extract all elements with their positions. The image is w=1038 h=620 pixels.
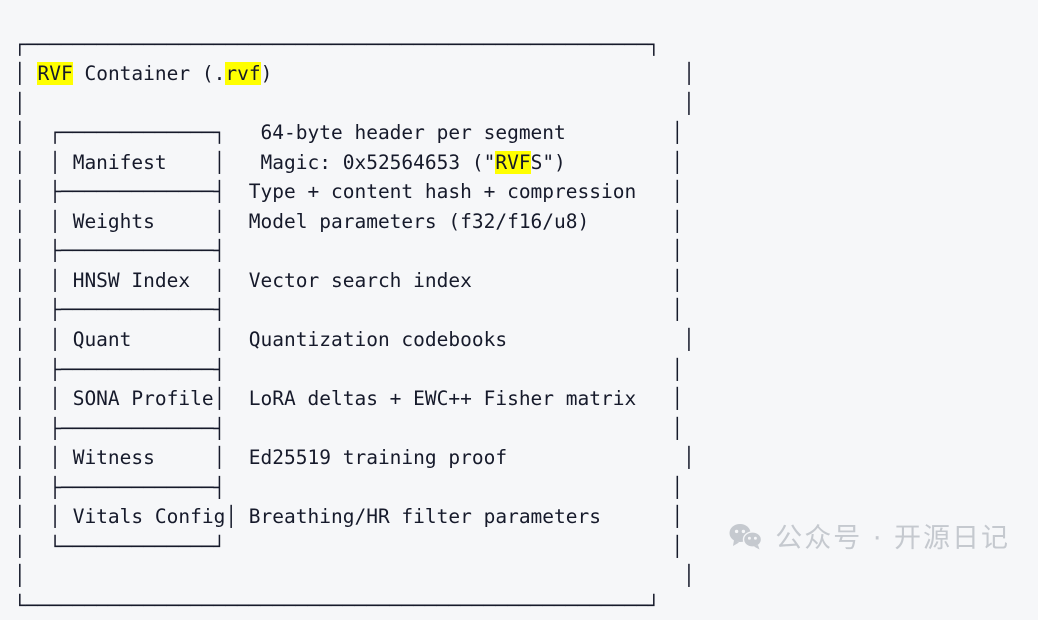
diagram-line-title: │ RVF Container (.rvf) │ (14, 59, 695, 89)
wechat-icon (729, 522, 763, 550)
diagram-divider-6: │ ├─────────────┤ │ (14, 473, 695, 503)
diagram-row-manifest: │ │ Manifest │ Magic: 0x52564653 ("RVFS"… (14, 148, 695, 178)
highlight: RVF (495, 151, 530, 174)
diagram-row-sona-profile: │ │ SONA Profile│ LoRA deltas + EWC++ Fi… (14, 384, 695, 414)
diagram-line-blank-2: │ │ (14, 561, 695, 591)
highlight: rvf (225, 62, 260, 85)
diagram-line-inner-bottom: │ └─────────────┘ │ (14, 532, 695, 562)
diagram-divider-1: │ ├─────────────┤ Type + content hash + … (14, 177, 695, 207)
diagram-line-outer-bottom: └───────────────────────────────────────… (14, 591, 695, 620)
diagram-line-outer-top: ┌───────────────────────────────────────… (14, 30, 695, 60)
diagram-divider-5: │ ├─────────────┤ │ (14, 414, 695, 444)
diagram-row-hnsw-index: │ │ HNSW Index │ Vector search index │ (14, 266, 695, 296)
highlight: RVF (37, 62, 72, 85)
diagram-divider-2: │ ├─────────────┤ │ (14, 236, 695, 266)
diagram-row-witness: │ │ Witness │ Ed25519 training proof │ (14, 443, 695, 473)
watermark-text: 公众号 · 开源日记 (775, 516, 1010, 555)
diagram-row-vitals-config: │ │ Vitals Config│ Breathing/HR filter p… (14, 502, 695, 532)
rvf-container-ascii-diagram: ┌───────────────────────────────────────… (14, 30, 695, 620)
diagram-divider-4: │ ├─────────────┤ │ (14, 355, 695, 385)
diagram-line-inner-top: │ ┌─────────────┐ 64-byte header per seg… (14, 118, 695, 148)
watermark: 公众号 · 开源日记 (729, 516, 1010, 555)
diagram-row-weights: │ │ Weights │ Model parameters (f32/f16/… (14, 207, 695, 237)
diagram-divider-3: │ ├─────────────┤ │ (14, 295, 695, 325)
diagram-row-quant: │ │ Quant │ Quantization codebooks │ (14, 325, 695, 355)
diagram-line-blank-1: │ │ (14, 89, 695, 119)
